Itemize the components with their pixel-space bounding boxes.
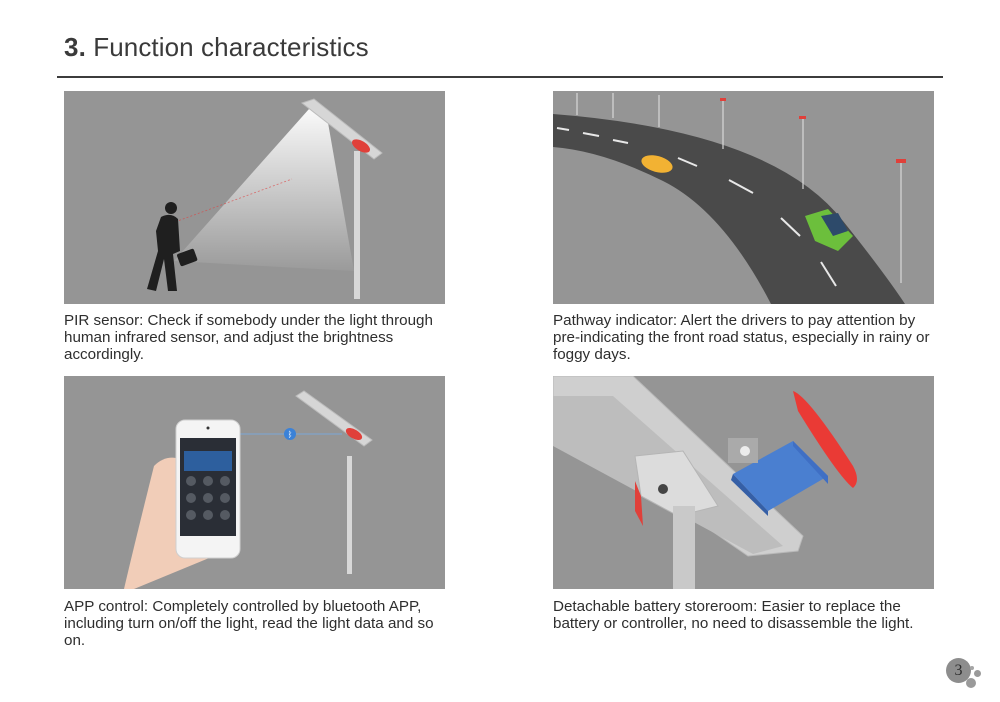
svg-text:ᛒ: ᛒ: [288, 430, 293, 439]
pathway-indicator-caption: Pathway indicator: Alert the drivers to …: [553, 312, 930, 363]
section-number: 3.: [64, 32, 86, 62]
battery-box-icon: [731, 441, 828, 516]
pir-sensor-caption: PIR sensor: Check if somebody under the …: [64, 312, 433, 363]
decorative-dot: [974, 670, 981, 677]
detachable-battery-image: [553, 376, 934, 589]
road-shape: [553, 114, 905, 304]
section-number-value: 3: [64, 32, 79, 62]
bluetooth-icon: [284, 428, 296, 440]
title-divider: [57, 76, 943, 78]
pathway-indicator-image: [553, 91, 934, 304]
green-car-icon: [805, 209, 853, 251]
pir-sensor-image: [64, 91, 445, 304]
sensor-red-icon: [351, 139, 371, 153]
walking-man-icon: [147, 202, 198, 291]
decorative-dot: [970, 666, 974, 670]
section-title: Function characteristics: [85, 32, 369, 62]
page-title: 3. Function characteristics: [64, 32, 369, 63]
page-number-badge: 3: [946, 658, 990, 698]
smartphone-icon: [175, 419, 241, 559]
yellow-car-icon: [641, 155, 673, 173]
section-number-dot: .: [78, 32, 86, 62]
red-cover-icon: [793, 391, 857, 488]
detachable-battery-caption: Detachable battery storeroom: Easier to …: [553, 598, 914, 632]
app-control-image: ᛒ: [64, 376, 445, 589]
decorative-dot: [966, 678, 976, 688]
app-control-caption: APP control: Completely controlled by bl…: [64, 598, 434, 649]
